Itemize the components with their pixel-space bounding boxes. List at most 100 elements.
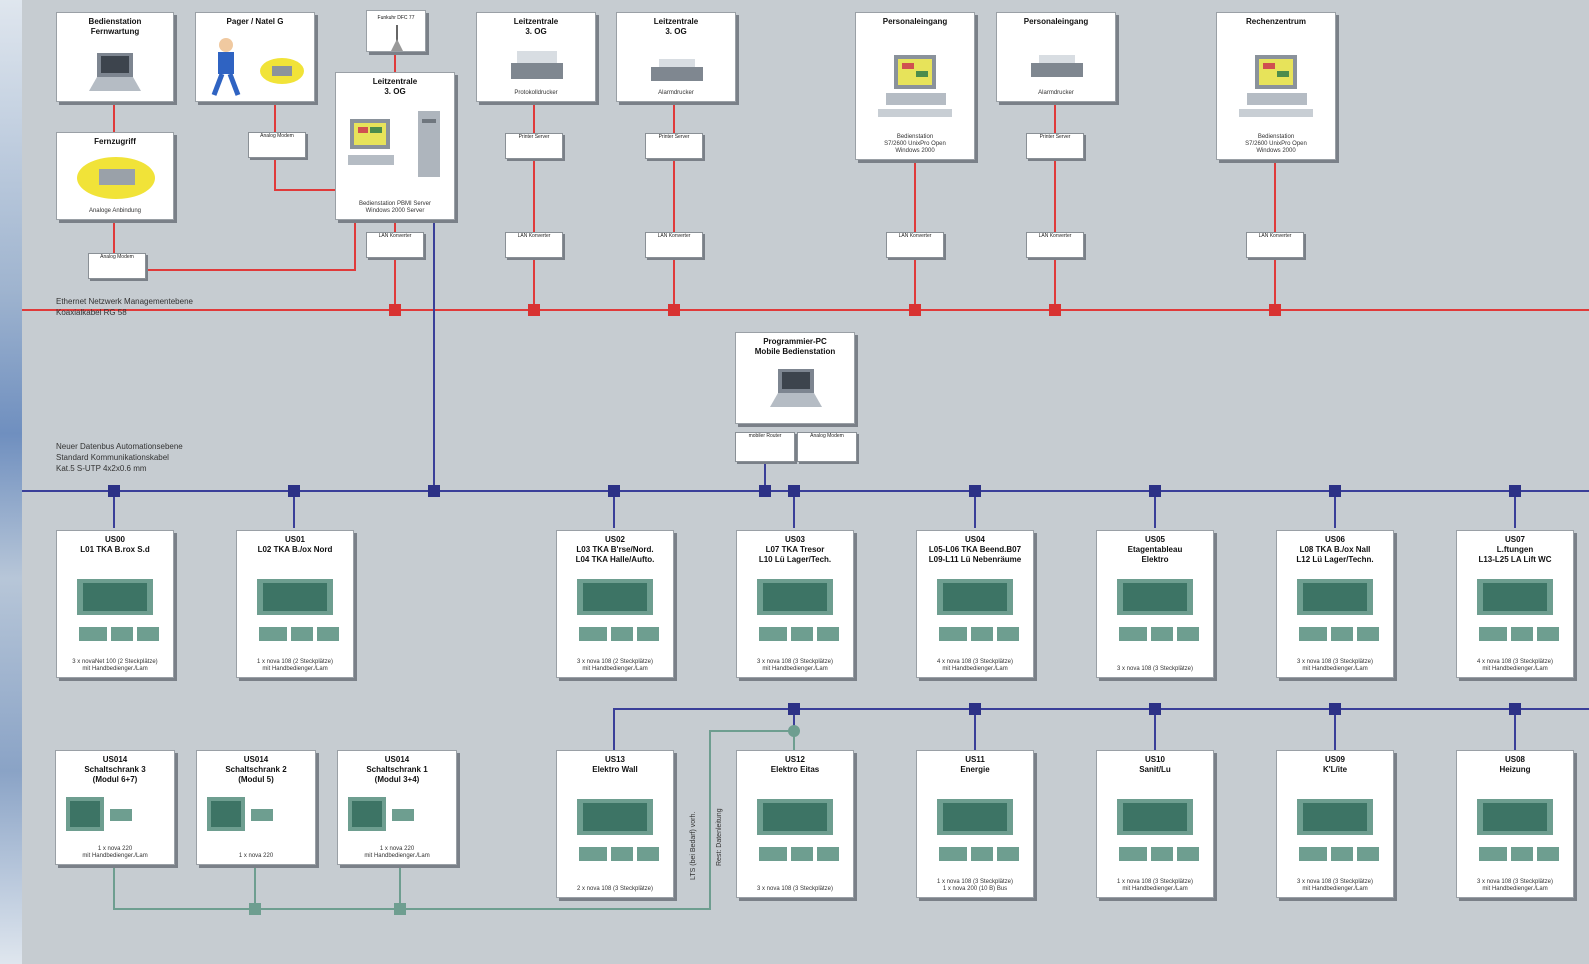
box-title: US04 L05-L06 TKA Beend.B07 L09-L11 Lü Ne… bbox=[928, 535, 1022, 564]
box-sub: 3 x novaNet 100 (2 Steckplätze) mit Hand… bbox=[72, 659, 158, 672]
controller-module-icon bbox=[757, 799, 839, 861]
printer-icon bbox=[1031, 55, 1083, 77]
us-cabinet-5: US05 Etagentableau Elektro 3 x nova 108 (… bbox=[1096, 530, 1214, 678]
controller-module-icon bbox=[77, 579, 159, 641]
box-title: US05 Etagentableau Elektro bbox=[1127, 535, 1183, 564]
workstation-icon bbox=[1239, 55, 1313, 117]
us-cabinet-lower-6: US10 Sanit/Lu 1 x nova 108 (3 Steckplätze… bbox=[1096, 750, 1214, 898]
box-title: US03 L07 TKA Tresor L10 Lü Lager/Tech. bbox=[758, 535, 832, 564]
box-title: US09 K'L/ite bbox=[1322, 755, 1348, 774]
controller-module-icon bbox=[348, 797, 414, 831]
us-cabinet-1: US01 L02 TKA B./ox Nord 1 x nova 108 (2 S… bbox=[236, 530, 354, 678]
box-sub: 1 x nova 108 (3 Steckplätze) mit Handbed… bbox=[1116, 879, 1194, 892]
box-title: US10 Sanit/Lu bbox=[1139, 755, 1171, 774]
modem-icon bbox=[77, 157, 155, 199]
box-funk: Funkuhr DFC 77 bbox=[366, 10, 426, 52]
box-sub: 2 x nova 108 (3 Steckplätze) bbox=[576, 886, 654, 892]
us-cabinet-lower-3: US13 Elektro Wall 2 x nova 108 (3 Steckpl… bbox=[556, 750, 674, 898]
lan-converter-6: LAN Konverter bbox=[1246, 232, 1304, 258]
box-title: US12 Elektro Eitas bbox=[770, 755, 820, 774]
controller-module-icon bbox=[1117, 799, 1199, 861]
us-cabinet-lower-5: US11 Energie 1 x nova 108 (3 Steckplätze)… bbox=[916, 750, 1034, 898]
lan-label: Ethernet Netzwerk Managementebene Koaxia… bbox=[56, 297, 193, 317]
analog-modem-fern: Analog Modem bbox=[88, 253, 146, 279]
controller-module-icon bbox=[937, 579, 1019, 641]
box-personaleingang-drucker: Personaleingang Alarmdrucker bbox=[996, 12, 1116, 102]
mobile-router: mobiler Router bbox=[735, 432, 795, 462]
box-sub: 3 x nova 108 (3 Steckplätze) mit Handbed… bbox=[756, 659, 834, 672]
box-alarmdrucker: Leitzentrale 3. OG Alarmdrucker bbox=[616, 12, 736, 102]
us-cabinet-0: US00 L01 TKA B.rox S.d 3 x novaNet 100 (2… bbox=[56, 530, 174, 678]
us-cabinet-lower-1: US014 Schaltschrank 2 (Modul 5) 1 x nova … bbox=[196, 750, 316, 865]
box-sub: 3 x nova 108 (3 Steckplätze) mit Handbed… bbox=[1476, 879, 1554, 892]
box-sub: 1 x nova 220 mit Handbedienger./Lam bbox=[82, 846, 148, 859]
printer-server-3: Printer Server bbox=[1026, 133, 1084, 159]
controller-module-icon bbox=[1297, 799, 1379, 861]
box-title: US014 Schaltschrank 3 (Modul 6+7) bbox=[84, 755, 146, 784]
us-cabinet-lower-7: US09 K'L/ite 3 x nova 108 (3 Steckplätze)… bbox=[1276, 750, 1394, 898]
controller-module-icon bbox=[1297, 579, 1379, 641]
us-cabinet-7: US07 L.ftungen L13-L25 LA Lift WC 4 x nov… bbox=[1456, 530, 1574, 678]
box-sub: 1 x nova 220 mit Handbedienger./Lam bbox=[364, 846, 430, 859]
box-bedienstation: Bedienstation Fernwartung bbox=[56, 12, 174, 102]
box-protokolldrucker: Leitzentrale 3. OG Protokolldrucker bbox=[476, 12, 596, 102]
controller-module-icon bbox=[257, 579, 339, 641]
us-cabinet-3: US03 L07 TKA Tresor L10 Lü Lager/Tech. 3 … bbox=[736, 530, 854, 678]
pager-person-icon bbox=[211, 38, 304, 96]
printer-icon bbox=[511, 51, 563, 79]
box-sub: 1 x nova 108 (2 Steckplätze) mit Handbed… bbox=[256, 659, 334, 672]
box-title: US01 L02 TKA B./ox Nord bbox=[257, 535, 333, 554]
controller-module-icon bbox=[1117, 579, 1199, 641]
controller-module-icon bbox=[66, 797, 132, 831]
box-title: US00 L01 TKA B.rox S.d bbox=[80, 535, 150, 554]
box-rechenzentrum: Rechenzentrum Bedienstation S7/2600 Unix… bbox=[1216, 12, 1336, 160]
lan-converter-1: LAN Konverter bbox=[366, 232, 424, 258]
controller-module-icon bbox=[577, 579, 659, 641]
box-sub: 3 x nova 108 (3 Steckplätze) mit Handbed… bbox=[1296, 659, 1374, 672]
analog-modem-prog: Analog Modem bbox=[797, 432, 857, 462]
box-sub: 3 x nova 108 (3 Steckplätze) bbox=[1116, 666, 1194, 672]
laptop-icon bbox=[770, 369, 822, 407]
box-sub: 4 x nova 108 (3 Steckplätze) mit Handbed… bbox=[936, 659, 1014, 672]
lan-converter-4: LAN Konverter bbox=[886, 232, 944, 258]
box-title: US014 Schaltschrank 2 (Modul 5) bbox=[225, 755, 287, 784]
printer-server-1: Printer Server bbox=[505, 133, 563, 159]
controller-module-icon bbox=[757, 579, 839, 641]
printer-icon bbox=[651, 59, 703, 81]
antenna-icon bbox=[391, 25, 403, 51]
box-title: US02 L03 TKA B'rse/Nord. L04 TKA Halle/A… bbox=[575, 535, 655, 564]
controller-module-icon bbox=[937, 799, 1019, 861]
box-sub: 1 x nova 220 bbox=[238, 853, 274, 859]
laptop-icon bbox=[89, 53, 141, 91]
box-title: US07 L.ftungen L13-L25 LA Lift WC bbox=[1478, 535, 1552, 564]
workstation-icon bbox=[878, 55, 952, 117]
box-programmier-pc: Programmier-PC Mobile Bedienstation bbox=[735, 332, 855, 424]
us-cabinet-6: US06 L08 TKA B./ox Nall L12 Lü Lager/Tec… bbox=[1276, 530, 1394, 678]
box-title: US08 Heizung bbox=[1499, 755, 1531, 774]
us-cabinet-lower-2: US014 Schaltschrank 1 (Modul 3+4) 1 x nov… bbox=[337, 750, 457, 865]
box-fernzugriff: Fernzugriff Analoge Anbindung bbox=[56, 132, 174, 220]
box-title: US13 Elektro Wall bbox=[592, 755, 638, 774]
controller-module-icon bbox=[1477, 579, 1559, 641]
rest-label: Rest: Datenleitung bbox=[716, 808, 723, 866]
box-title: US11 Energie bbox=[960, 755, 990, 774]
bus-label: Neuer Datenbus Automationsebene Standard… bbox=[56, 442, 183, 473]
lts-label: LTS (bei Bedarf) vorh. bbox=[690, 811, 697, 880]
box-leitzentrale: Leitzentrale 3. OG Bedienstation PBMI Se… bbox=[335, 72, 455, 220]
decorative-edge bbox=[0, 0, 22, 964]
workstation-server-icon bbox=[348, 111, 440, 177]
box-title: US014 Schaltschrank 1 (Modul 3+4) bbox=[366, 755, 428, 784]
box-sub: 3 x nova 108 (3 Steckplätze) mit Handbed… bbox=[1296, 879, 1374, 892]
box-personaleingang: Personaleingang Bedienstation S7/2600 Un… bbox=[855, 12, 975, 160]
us-cabinet-2: US02 L03 TKA B'rse/Nord. L04 TKA Halle/A… bbox=[556, 530, 674, 678]
box-pager: Pager / Natel G bbox=[195, 12, 315, 102]
us-cabinet-lower-0: US014 Schaltschrank 3 (Modul 6+7) 1 x nov… bbox=[55, 750, 175, 865]
controller-module-icon bbox=[577, 799, 659, 861]
box-sub: 1 x nova 108 (3 Steckplätze) 1 x nova 20… bbox=[936, 879, 1014, 892]
us-cabinet-4: US04 L05-L06 TKA Beend.B07 L09-L11 Lü Ne… bbox=[916, 530, 1034, 678]
lan-converter-5: LAN Konverter bbox=[1026, 232, 1084, 258]
box-sub: 4 x nova 108 (3 Steckplätze) mit Handbed… bbox=[1476, 659, 1554, 672]
box-title: US06 L08 TKA B./ox Nall L12 Lü Lager/Tec… bbox=[1296, 535, 1374, 564]
